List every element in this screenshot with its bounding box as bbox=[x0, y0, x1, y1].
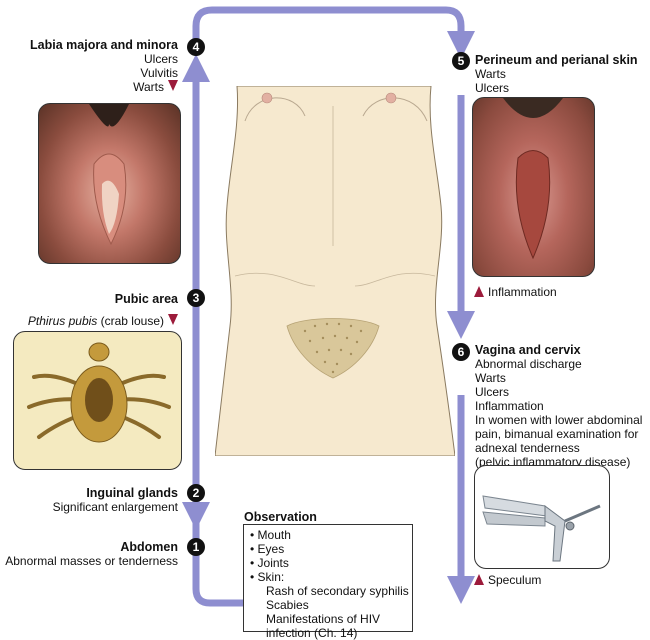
step2-title: Inguinal glands bbox=[86, 486, 178, 500]
step4-line-1: Ulcers bbox=[143, 52, 178, 66]
step6-block: Vagina and cervix Abnormal discharge War… bbox=[475, 343, 650, 469]
skin-item-rash: Rash of secondary syphilis bbox=[266, 584, 409, 598]
louse-marker-icon bbox=[168, 314, 178, 325]
observation-bullet-mouth: • Mouth bbox=[250, 528, 291, 542]
step5-block: Perineum and perianal skin Warts Ulcers bbox=[475, 53, 650, 95]
step4-title: Labia majora and minora bbox=[30, 38, 178, 52]
torso-illustration bbox=[215, 86, 455, 456]
step6-line-6: pain, bimanual examination for bbox=[475, 427, 639, 441]
step6-line-3: Ulcers bbox=[475, 385, 510, 399]
step5-caption: Inflammation bbox=[474, 285, 557, 299]
speculum-marker-icon bbox=[474, 574, 484, 585]
step2-block: Inguinal glands Significant enlargement bbox=[0, 486, 178, 514]
step2-number-badge: 2 bbox=[187, 484, 205, 502]
step3-number-badge: 3 bbox=[187, 289, 205, 307]
step5-title: Perineum and perianal skin bbox=[475, 53, 638, 67]
skin-item-hiv-cont: infection (Ch. 14) bbox=[266, 626, 358, 640]
warts-marker-icon bbox=[168, 80, 178, 91]
step5-line-1: Warts bbox=[475, 67, 506, 81]
step6-line-2: Warts bbox=[475, 371, 506, 385]
skin-item-scabies: Scabies bbox=[266, 598, 309, 612]
step1-number-badge: 1 bbox=[187, 538, 205, 556]
step4-number-badge: 4 bbox=[187, 38, 205, 56]
perineum-photo bbox=[472, 97, 595, 277]
skin-item-hiv: Manifestations of HIV bbox=[266, 612, 381, 626]
step6-number-badge: 6 bbox=[452, 343, 470, 361]
step1-line-1: Abnormal masses or tenderness bbox=[5, 554, 178, 568]
step1-title: Abdomen bbox=[120, 540, 178, 554]
step6-caption: Speculum bbox=[474, 573, 541, 587]
step4-line-2: Vulvitis bbox=[140, 66, 178, 80]
observation-bullet-joints: • Joints bbox=[250, 556, 289, 570]
step6-line-1: Abnormal discharge bbox=[475, 357, 582, 371]
step2-line-1: Significant enlargement bbox=[52, 500, 178, 514]
step5-number-badge: 5 bbox=[452, 52, 470, 70]
inflammation-marker-icon bbox=[474, 286, 484, 297]
step4-block: Labia majora and minora Ulcers Vulvitis … bbox=[0, 38, 178, 94]
speculum-photo bbox=[474, 465, 610, 569]
step6-title: Vagina and cervix bbox=[475, 343, 581, 357]
observation-bullet-eyes: • Eyes bbox=[250, 542, 285, 556]
step3-note-rest: (crab louse) bbox=[97, 314, 164, 328]
labia-photo bbox=[38, 103, 181, 264]
crab-louse-photo bbox=[13, 331, 182, 470]
observation-title: Observation bbox=[244, 510, 317, 524]
step3-title: Pubic area bbox=[114, 292, 178, 306]
observation-box: • Mouth • Eyes • Joints • Skin: Rash of … bbox=[243, 524, 413, 640]
step3-note-italic: Pthirus pubis bbox=[27, 314, 98, 328]
step6-line-7: adnexal tenderness bbox=[475, 441, 580, 455]
step1-block: Abdomen Abnormal masses or tenderness bbox=[0, 540, 178, 568]
step5-line-2: Ulcers bbox=[475, 81, 510, 95]
step3-block: Pubic area Pthirus pubis (crab louse) bbox=[0, 292, 178, 328]
step4-line-3: Warts bbox=[0, 80, 178, 94]
observation-bullet-skin: • Skin: bbox=[250, 570, 285, 584]
step3-note: Pthirus pubis (crab louse) bbox=[0, 314, 178, 328]
step6-line-4: Inflammation bbox=[475, 399, 544, 413]
step6-line-5: In women with lower abdominal bbox=[475, 413, 643, 427]
